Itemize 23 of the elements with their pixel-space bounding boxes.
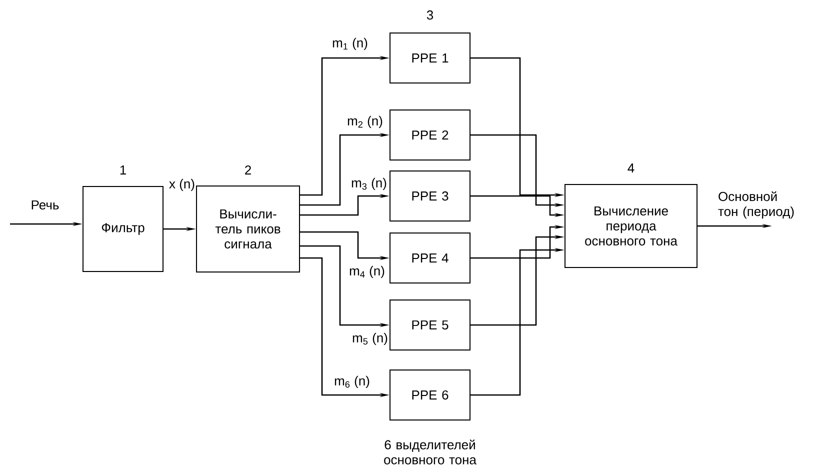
signal-label: Речь xyxy=(32,200,59,210)
signal-label: Основной тон (период) xyxy=(718,191,794,219)
block-number: 1 xyxy=(120,166,126,174)
block-box: PPE 1 xyxy=(390,32,470,84)
signal-label: x (n) xyxy=(169,178,194,192)
block-box: PPE 6 xyxy=(390,370,470,420)
signal-label: m$_{2}$ (n) xyxy=(348,116,382,128)
group-caption: 6 выделителей основного тона xyxy=(384,440,476,464)
signal-label: m$_{6}$ (n) xyxy=(334,376,370,388)
signal-label: m$_{5}$ (n) xyxy=(352,332,388,346)
signal-label: m$_{4}$ (n) xyxy=(350,266,384,278)
block-box: Вычисли- тель пиков сигнала xyxy=(196,186,300,272)
block-box: Вычисление периода основного тона xyxy=(564,184,698,268)
block-number: 3 xyxy=(426,10,434,20)
signal-label: m$_{3}$ (n) xyxy=(352,178,386,190)
block-box: PPE 2 xyxy=(390,110,470,160)
block-number: 2 xyxy=(245,165,251,175)
block-box: PPE 5 xyxy=(390,300,470,350)
signal-label: m$_{1}$ (n) xyxy=(332,38,368,50)
block-box: PPE 3 xyxy=(390,170,470,222)
block-box: Фильтр xyxy=(82,186,164,272)
block-box: PPE 4 xyxy=(390,232,470,284)
block-number: 4 xyxy=(628,164,634,172)
